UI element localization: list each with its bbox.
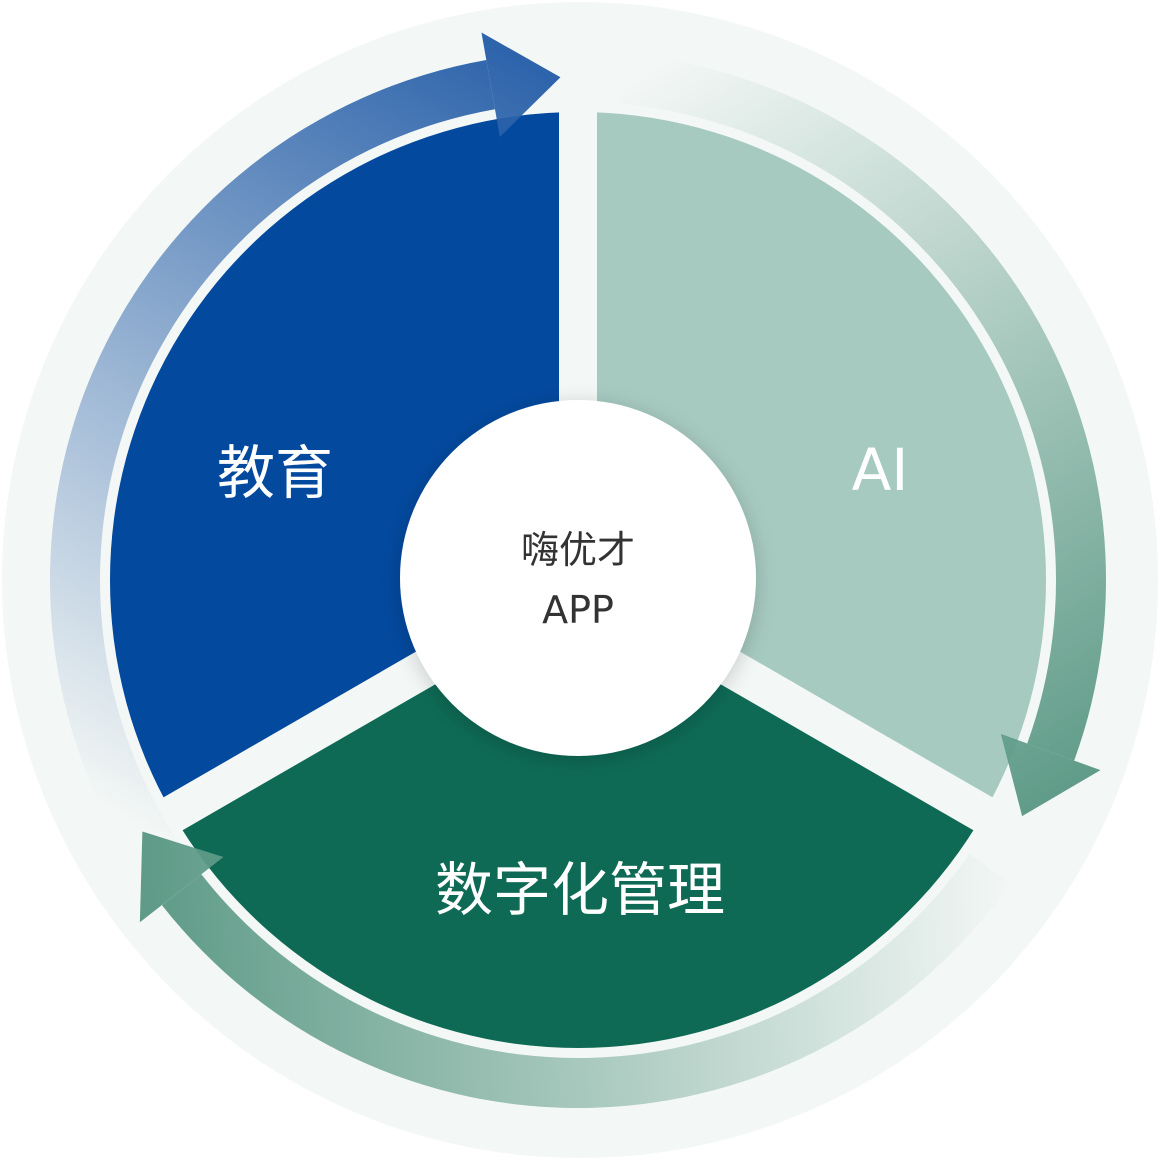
center-hub (400, 400, 756, 756)
segment-ai (578, 112, 1046, 814)
segment-gap (689, 633, 1004, 837)
segment-digital (172, 655, 984, 1048)
arrow-digital-body (161, 854, 1011, 1108)
arrow-ai-head-icon (1000, 733, 1101, 817)
arrow-ai-body (619, 54, 1106, 761)
arrow-education-body (50, 60, 495, 868)
segment-label-digital: 数字化管理 (434, 856, 726, 924)
segment-gap (152, 633, 467, 837)
arrow-digital-head-icon (139, 831, 224, 923)
center-subtitle: APP (542, 588, 614, 632)
center-title: 嗨优才 (520, 528, 636, 572)
segment-label-education: 教育 (216, 439, 334, 507)
center-label: 嗨优才 APP (521, 520, 635, 640)
segment-label-ai: AI (851, 436, 909, 504)
arrow-education-head-icon (481, 32, 561, 137)
segment-education (110, 112, 578, 814)
